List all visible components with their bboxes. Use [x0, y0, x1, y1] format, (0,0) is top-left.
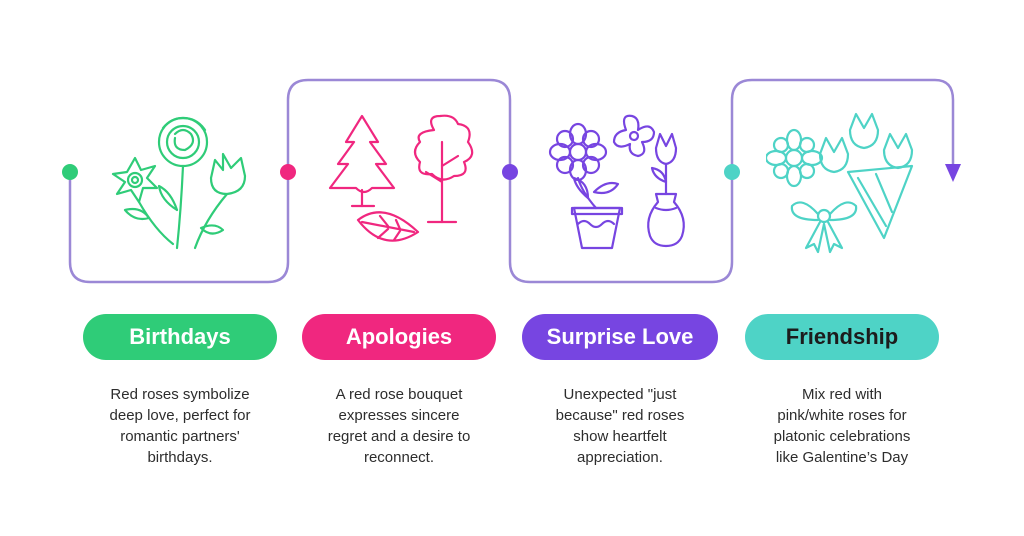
description-line: Mix red with [801, 386, 883, 403]
step-dot-friendship [724, 164, 740, 180]
description-line: appreciation. [577, 449, 663, 466]
description-line: pink/white roses for [777, 407, 907, 424]
connector-line [68, 78, 955, 284]
description-line: like Galentine’s Day [775, 449, 909, 466]
arrow-end-icon [945, 164, 961, 182]
pill-birthdays: Birthdays [83, 314, 277, 360]
description-apologies: A red rose bouquet expresses sincere reg… [299, 384, 499, 468]
description-line: regret and a desire to [327, 428, 471, 445]
description-line: reconnect. [363, 449, 435, 466]
description-surprise-love: Unexpected "just because" red roses show… [520, 384, 720, 468]
trees-and-leaf-icon [328, 114, 474, 242]
step-dot-apologies [280, 164, 296, 180]
pill-label-friendship: Friendship [785, 324, 899, 349]
description-line: romantic partners' [120, 428, 240, 445]
description-friendship: Mix red with pink/white roses for platon… [742, 384, 942, 468]
step-dot-birthdays [62, 164, 78, 180]
description-line: A red rose bouquet [335, 386, 463, 403]
pill-friendship: Friendship [745, 314, 939, 360]
flowers-bouquet-icon [111, 116, 247, 250]
step-dot-surprise-love [502, 164, 518, 180]
description-line: birthdays. [147, 449, 213, 466]
potted-flower-and-vase-icon [548, 114, 685, 250]
pill-label-birthdays: Birthdays [129, 324, 231, 349]
description-line: Unexpected "just [563, 386, 677, 403]
description-line: because" red roses [555, 407, 685, 424]
pill-label-apologies: Apologies [345, 324, 453, 349]
description-line: platonic celebrations [773, 428, 911, 445]
description-line: deep love, perfect for [109, 407, 251, 424]
pill-label-surprise-love: Surprise Love [546, 324, 694, 349]
description-birthdays: Red roses symbolize deep love, perfect f… [80, 384, 280, 468]
description-line: Red roses symbolize [110, 386, 250, 403]
description-line: show heartfelt [573, 428, 667, 445]
pill-surprise-love: Surprise Love [522, 314, 718, 360]
pill-apologies: Apologies [302, 314, 496, 360]
description-line: expresses sincere [338, 407, 460, 424]
bouquet-with-bow-icon [766, 112, 914, 254]
